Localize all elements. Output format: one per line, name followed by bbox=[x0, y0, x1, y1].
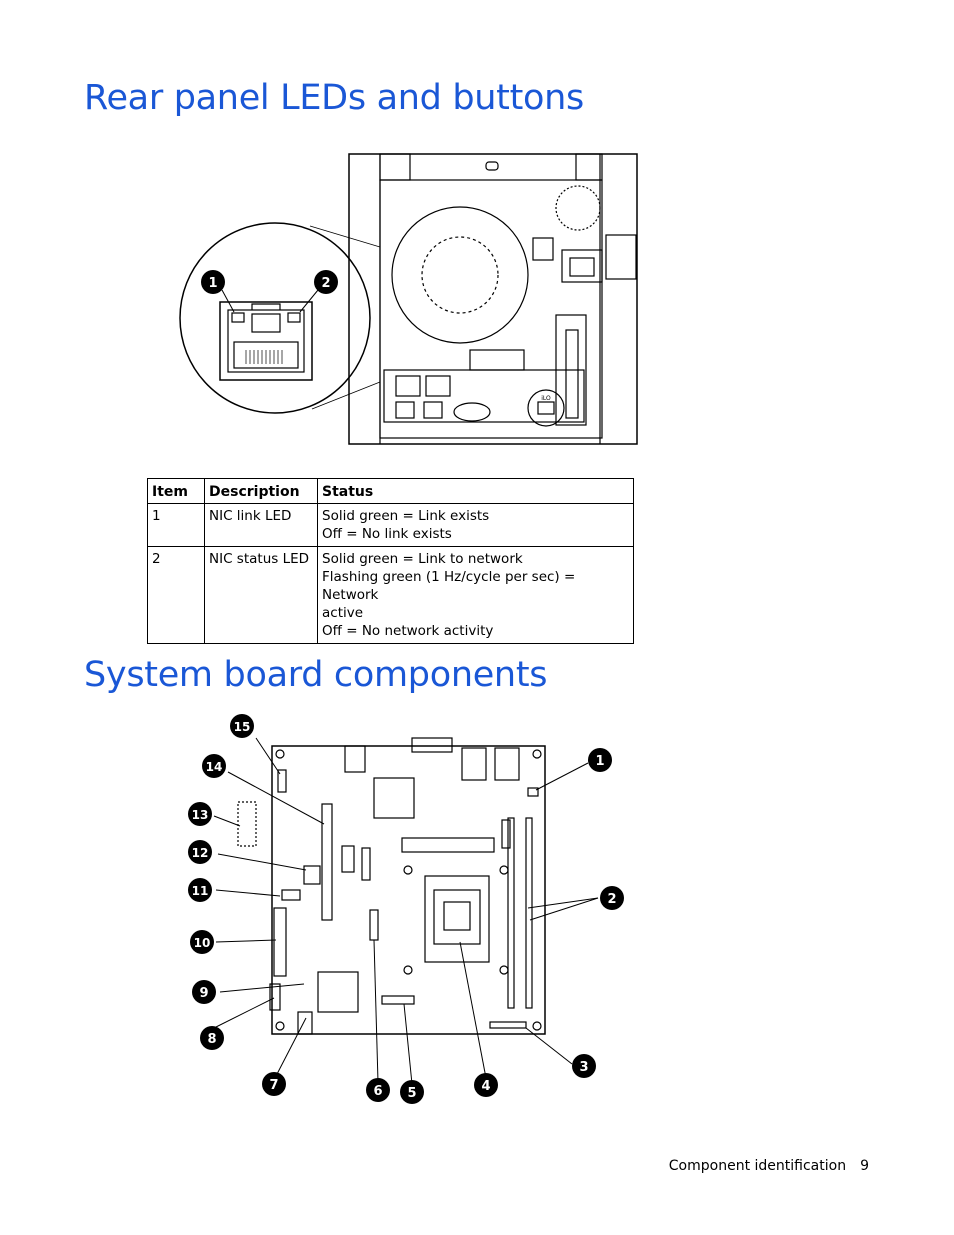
board-callout-bubble-4 bbox=[474, 1073, 498, 1097]
board-callout-11: 11 bbox=[192, 884, 209, 898]
board-callout-8: 8 bbox=[207, 1032, 216, 1047]
board-callout-2: 2 bbox=[607, 892, 616, 907]
status-line: active bbox=[322, 605, 364, 621]
board-callout-bubble-3 bbox=[572, 1054, 596, 1078]
status-line: Off = No link exists bbox=[322, 526, 452, 542]
board-callout-1: 1 bbox=[595, 754, 604, 769]
board-callout-13: 13 bbox=[192, 808, 209, 822]
rear-panel-diagram: 1 2 iLO bbox=[179, 153, 638, 445]
table-row: 1 NIC link LED Solid green = Link exists… bbox=[147, 503, 634, 547]
board-callout-bubble-15 bbox=[230, 714, 254, 738]
board-callout-14: 14 bbox=[206, 760, 223, 774]
row-status: Solid green = Link to network Flashing g… bbox=[317, 546, 634, 644]
board-callout-3: 3 bbox=[579, 1060, 588, 1075]
board-callout-5: 5 bbox=[407, 1086, 416, 1101]
rear-callout-2: 2 bbox=[321, 276, 330, 291]
board-callout-12: 12 bbox=[192, 846, 209, 860]
rear-panel-led-table: Item Description Status 1 NIC link LED S… bbox=[147, 478, 634, 644]
board-callout-bubble-1 bbox=[588, 748, 612, 772]
board-callout-bubble-9 bbox=[192, 980, 216, 1004]
table-row: 2 NIC status LED Solid green = Link to n… bbox=[147, 546, 634, 644]
header-item: Item bbox=[147, 478, 205, 504]
row-status: Solid green = Link exists Off = No link … bbox=[317, 503, 634, 547]
board-callout-10: 10 bbox=[194, 936, 211, 950]
rear-callout-1: 1 bbox=[208, 276, 217, 291]
board-callout-bubble-14 bbox=[202, 754, 226, 778]
row-description: NIC status LED bbox=[204, 546, 318, 644]
board-callout-bubble-7 bbox=[262, 1072, 286, 1096]
board-callout-4: 4 bbox=[481, 1079, 490, 1094]
row-item: 1 bbox=[147, 503, 205, 547]
board-callout-bubble-5 bbox=[400, 1080, 424, 1104]
board-callout-bubble-10 bbox=[190, 930, 214, 954]
status-line: Solid green = Link to network bbox=[322, 551, 523, 567]
board-callout-bubble-11 bbox=[188, 878, 212, 902]
board-callout-9: 9 bbox=[199, 986, 208, 1001]
status-line: Off = No network activity bbox=[322, 623, 494, 639]
page-number: 9 bbox=[860, 1158, 869, 1174]
board-callout-bubble-12 bbox=[188, 840, 212, 864]
ilo-port-label: iLO bbox=[541, 395, 551, 402]
header-description: Description bbox=[204, 478, 318, 504]
status-line: Solid green = Link exists bbox=[322, 508, 490, 524]
board-callout-15: 15 bbox=[234, 720, 251, 734]
page-footer: Component identification 9 bbox=[669, 1158, 869, 1174]
board-callout-7: 7 bbox=[269, 1078, 278, 1093]
header-status: Status bbox=[317, 478, 634, 504]
row-item: 2 bbox=[147, 546, 205, 644]
board-callout-bubble-13 bbox=[188, 802, 212, 826]
board-callout-6: 6 bbox=[373, 1084, 382, 1099]
section-title-system-board: System board components bbox=[84, 655, 548, 695]
table-header-row: Item Description Status bbox=[147, 478, 634, 504]
footer-section: Component identification bbox=[668, 1158, 847, 1174]
status-line: Flashing green (1 Hz/cycle per sec) = Ne… bbox=[322, 569, 576, 603]
board-callout-bubble-6 bbox=[366, 1078, 390, 1102]
board-callout-bubble-8 bbox=[200, 1026, 224, 1050]
board-callout-bubble-2 bbox=[600, 886, 624, 910]
section-title-rear-panel: Rear panel LEDs and buttons bbox=[84, 78, 584, 118]
row-description: NIC link LED bbox=[204, 503, 318, 547]
